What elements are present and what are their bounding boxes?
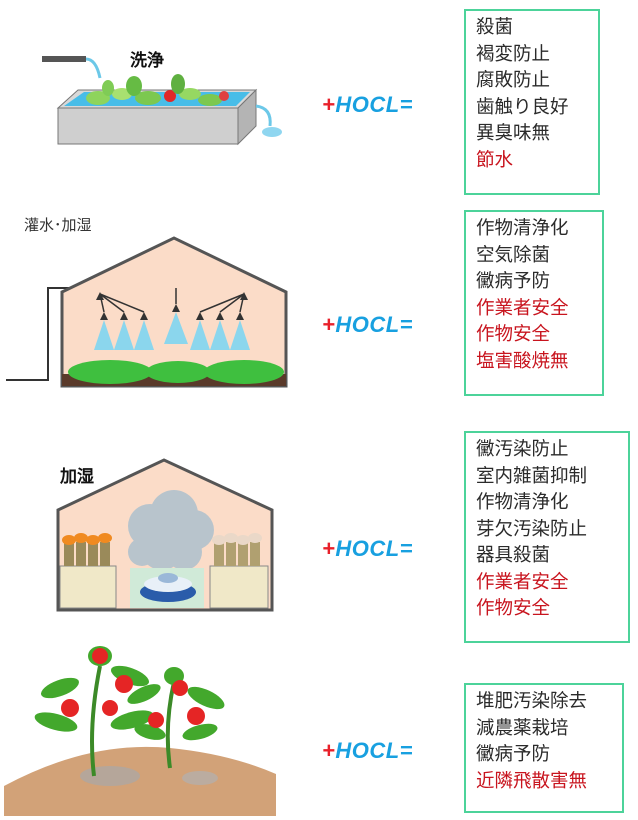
hocl-label-irrigation: +HOCL=: [322, 312, 413, 338]
benefit-item-highlight: 作業者安全: [476, 571, 569, 593]
benefit-item: 腐敗防止: [476, 70, 551, 91]
plus-sign: +: [322, 92, 336, 117]
tomato-field: [0, 636, 280, 816]
hocl-word: HOCL=: [335, 312, 414, 337]
greenhouse-sprinkler-icon: [6, 236, 288, 388]
benefit-item-highlight: 節水: [476, 149, 514, 171]
benefit-item: 歯触り良好: [476, 96, 569, 118]
benefit-item: 殺菌: [476, 17, 514, 38]
greenhouse-humidify: [50, 456, 290, 616]
plus-sign: +: [322, 312, 336, 337]
hocl-word: HOCL=: [335, 738, 414, 763]
plus-sign: +: [322, 738, 336, 763]
wash-illustration: [38, 48, 288, 158]
benefit-item-highlight: 作物安全: [476, 598, 551, 619]
wash-basin-icon: [42, 56, 282, 146]
greenhouse-humidifier-icon: [56, 458, 274, 612]
plus-sign: +: [322, 536, 336, 561]
benefit-box-wash: 殺菌褐変防止腐敗防止歯触り良好異臭味無節水: [464, 9, 600, 195]
greenhouse-irrigation: [0, 232, 300, 392]
benefit-box-humidify: 黴汚染防止室内雑菌抑制作物清浄化芽欠汚染防止器具殺菌作業者安全作物安全: [464, 431, 630, 643]
irrigation-label: 灌水･加湿: [24, 216, 92, 234]
tomato-plant-icon: [4, 646, 276, 816]
hocl-word: HOCL=: [335, 92, 414, 117]
benefit-item: 芽欠汚染防止: [476, 518, 588, 540]
benefit-item: 黴汚染防止: [476, 439, 569, 460]
benefit-item: 空気除菌: [476, 244, 551, 266]
wash-label: 洗浄: [130, 51, 164, 71]
benefit-item: 作物清浄化: [476, 492, 569, 513]
benefit-item-highlight: 塩害酸焼無: [476, 350, 569, 372]
humidify-label: 加湿: [60, 467, 94, 487]
benefit-item: 黴病予防: [476, 271, 551, 292]
benefit-item-highlight: 作物安全: [476, 324, 551, 345]
benefit-item: 黴病予防: [476, 744, 551, 765]
hocl-word: HOCL=: [335, 536, 414, 561]
benefit-item: 異臭味無: [476, 123, 551, 144]
benefit-item: 堆肥汚染除去: [476, 691, 588, 712]
benefit-item: 減農薬栽培: [476, 717, 569, 739]
benefit-box-irrigation: 作物清浄化空気除菌黴病予防作業者安全作物安全塩害酸焼無: [464, 210, 604, 396]
hocl-label-humidify: +HOCL=: [322, 536, 413, 562]
benefit-item: 作物清浄化: [476, 218, 569, 239]
benefit-item: 器具殺菌: [476, 545, 551, 566]
benefit-item-highlight: 近隣飛散害無: [476, 770, 588, 792]
hocl-label-wash: +HOCL=: [322, 92, 413, 118]
benefit-box-field: 堆肥汚染除去減農薬栽培黴病予防近隣飛散害無: [464, 683, 624, 813]
hocl-label-field: +HOCL=: [322, 738, 413, 764]
benefit-item: 室内雑菌抑制: [476, 465, 588, 487]
benefit-item-highlight: 作業者安全: [476, 297, 569, 319]
benefit-item: 褐変防止: [476, 43, 551, 65]
